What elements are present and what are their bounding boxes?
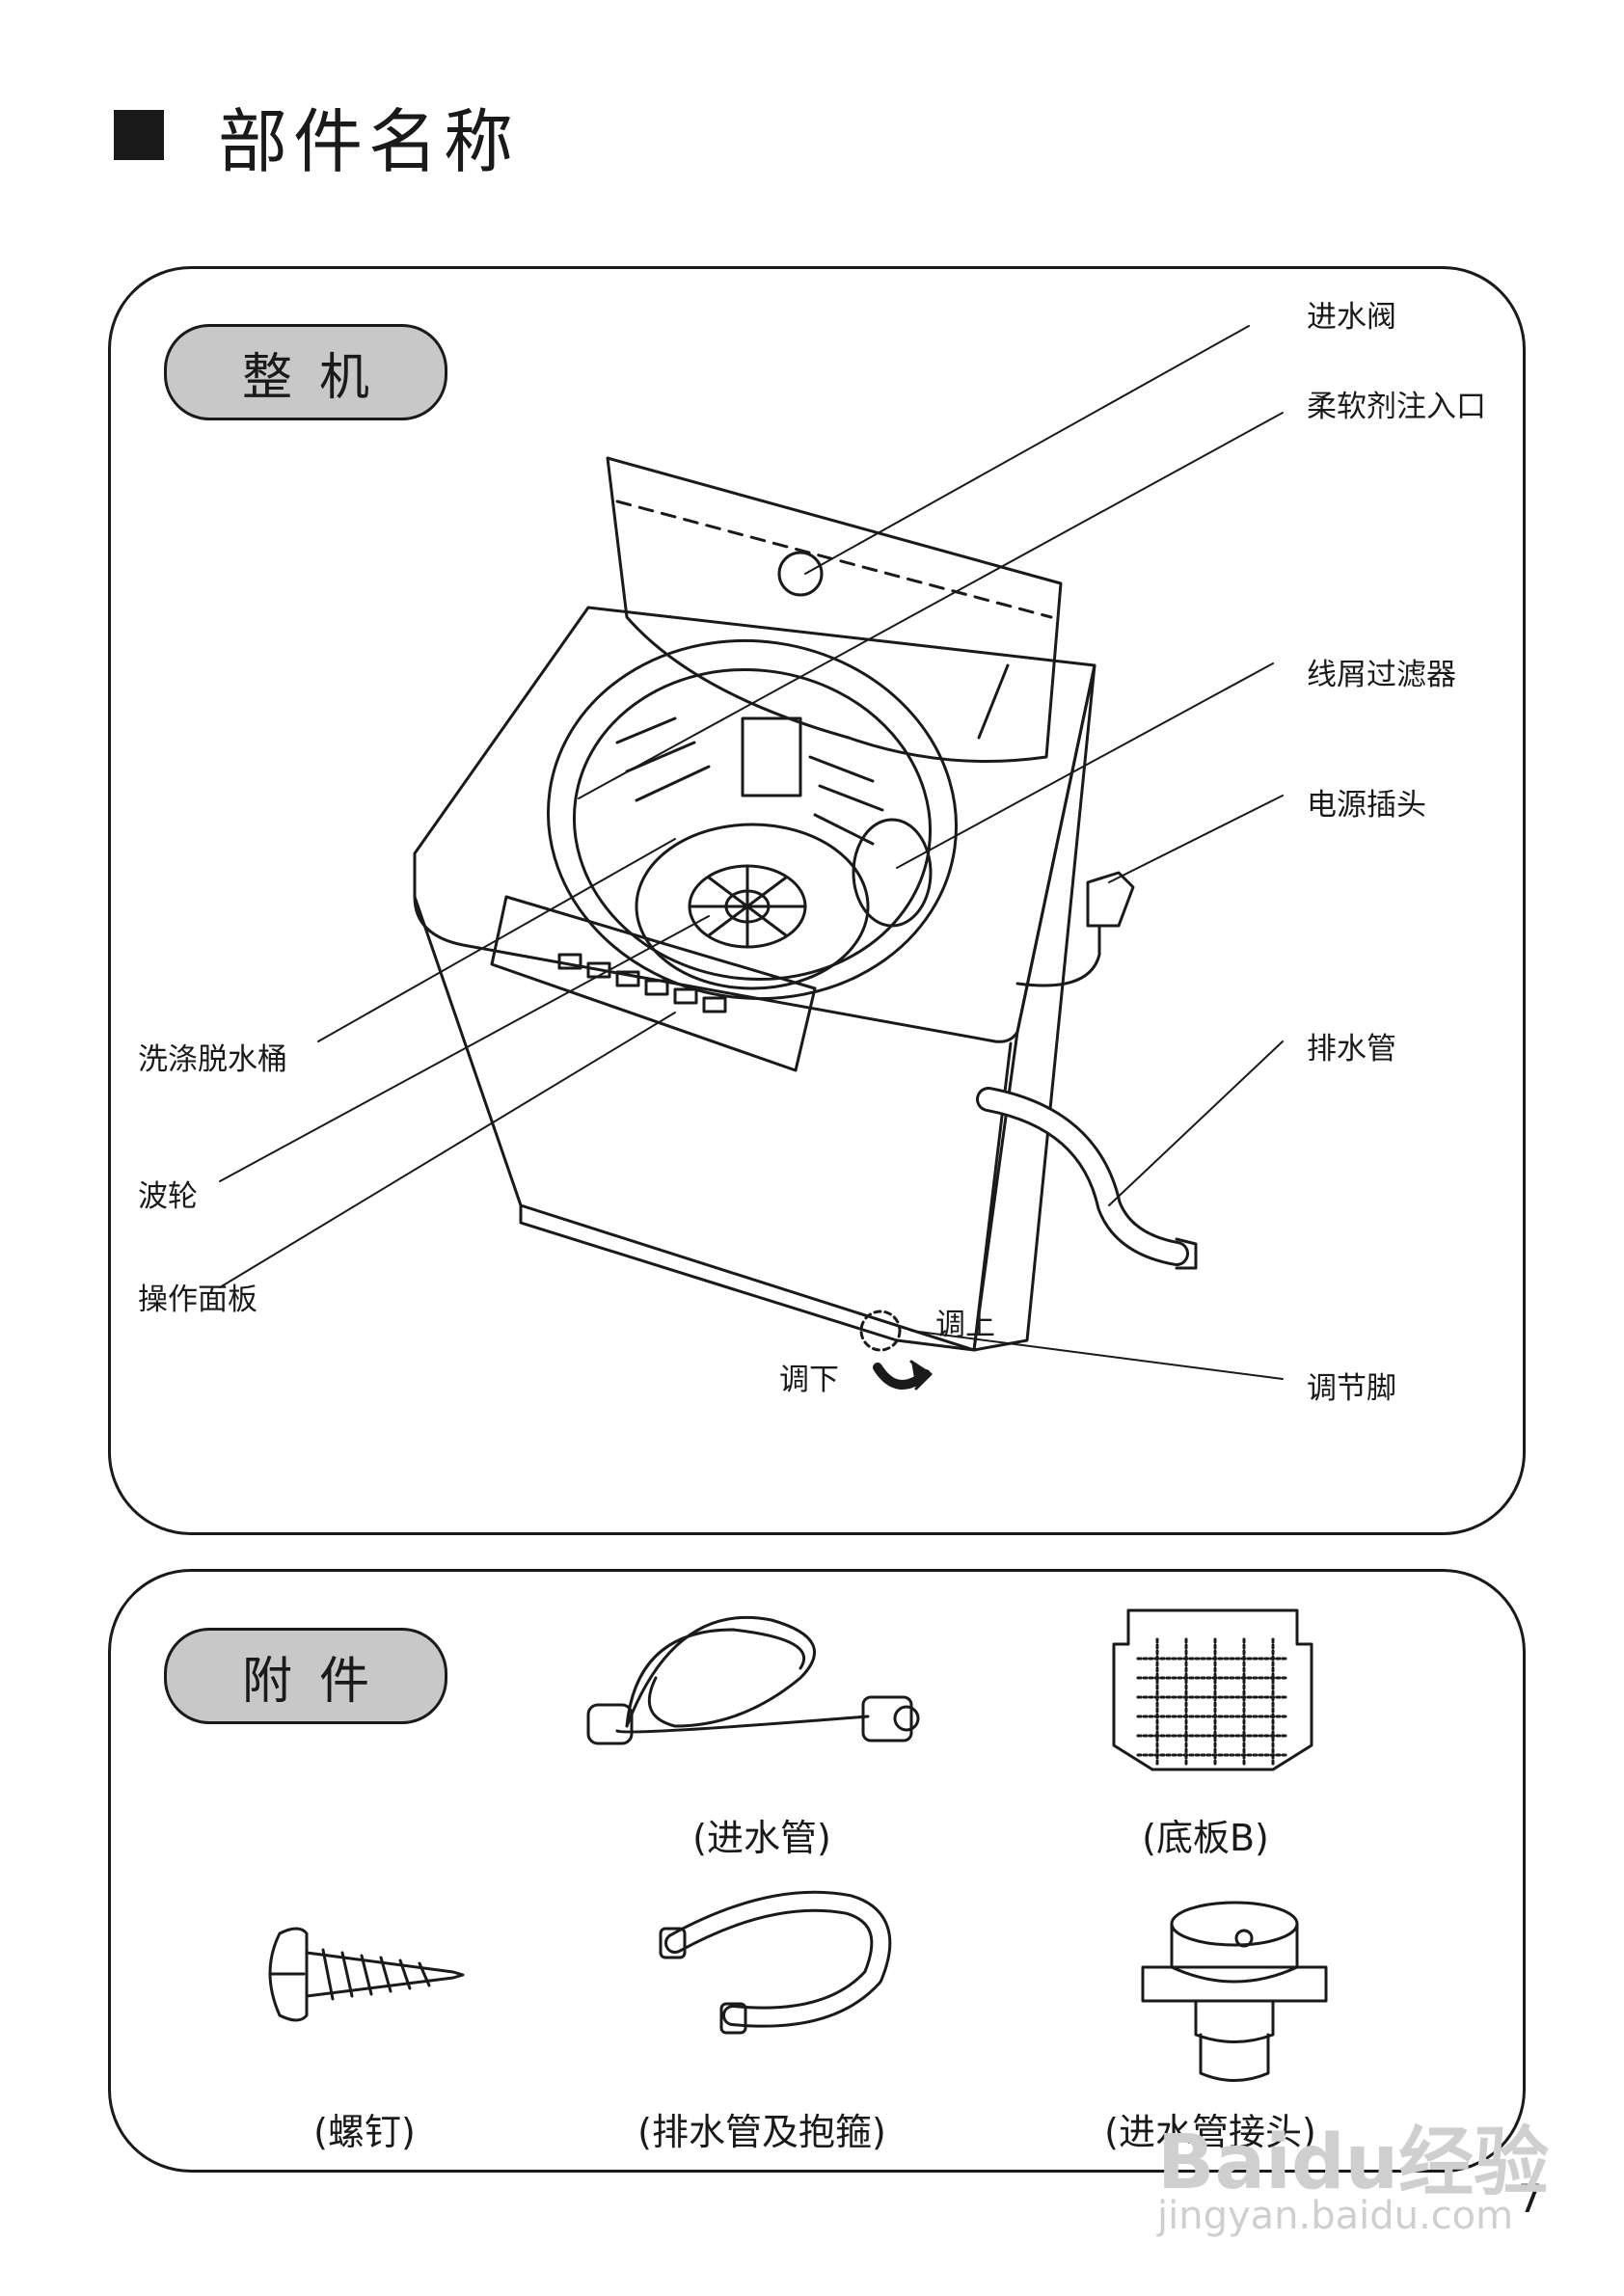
bullet-square-icon xyxy=(114,110,164,160)
whole-machine-title: 整机 xyxy=(164,324,447,420)
label-tub: 洗涤脱水桶 xyxy=(138,1042,287,1077)
label-pulsator: 波轮 xyxy=(138,1179,198,1214)
caption-inlet-connector: (进水管接头) xyxy=(1104,2111,1316,2153)
label-drain-hose: 排水管 xyxy=(1307,1032,1396,1067)
screw-illustration xyxy=(268,1927,465,2022)
whole-machine-panel xyxy=(108,266,1526,1535)
watermark-brand: Baidu经验 xyxy=(1157,2120,1550,2206)
caption-screw: (螺钉) xyxy=(313,2111,416,2153)
label-softener-inlet: 柔软剂注入口 xyxy=(1307,390,1486,424)
label-adjust-up: 调上 xyxy=(935,1308,995,1342)
inlet-connector-illustration xyxy=(1141,1901,1328,2082)
label-adjust-foot: 调节脚 xyxy=(1307,1371,1396,1406)
caption-base-plate: (底板B) xyxy=(1142,1817,1269,1859)
label-inlet-valve: 进水阀 xyxy=(1307,300,1396,335)
label-power-plug: 电源插头 xyxy=(1307,788,1426,823)
base-plate-illustration xyxy=(1112,1608,1313,1771)
caption-drain-hose-clamp: (排水管及抱箍) xyxy=(637,2111,886,2153)
label-control-panel: 操作面板 xyxy=(138,1283,257,1317)
page-title: 部件名称 xyxy=(218,100,520,182)
drain-hose-clamp-illustration xyxy=(659,1890,892,2035)
page-header: 部件名称 xyxy=(114,96,519,182)
page-number: 7 xyxy=(1518,2177,1543,2222)
washing-machine-illustration xyxy=(413,456,1198,1391)
caption-inlet-hose: (进水管) xyxy=(692,1817,831,1859)
leader-lines xyxy=(219,325,1284,1380)
inlet-hose-illustration xyxy=(586,1615,920,1745)
accessories-title: 附件 xyxy=(164,1628,447,1724)
watermark-url: jingyan.baidu.com xyxy=(1157,2194,1514,2238)
label-lint-filter: 线屑过滤器 xyxy=(1307,658,1456,692)
label-adjust-down: 调下 xyxy=(779,1363,839,1397)
